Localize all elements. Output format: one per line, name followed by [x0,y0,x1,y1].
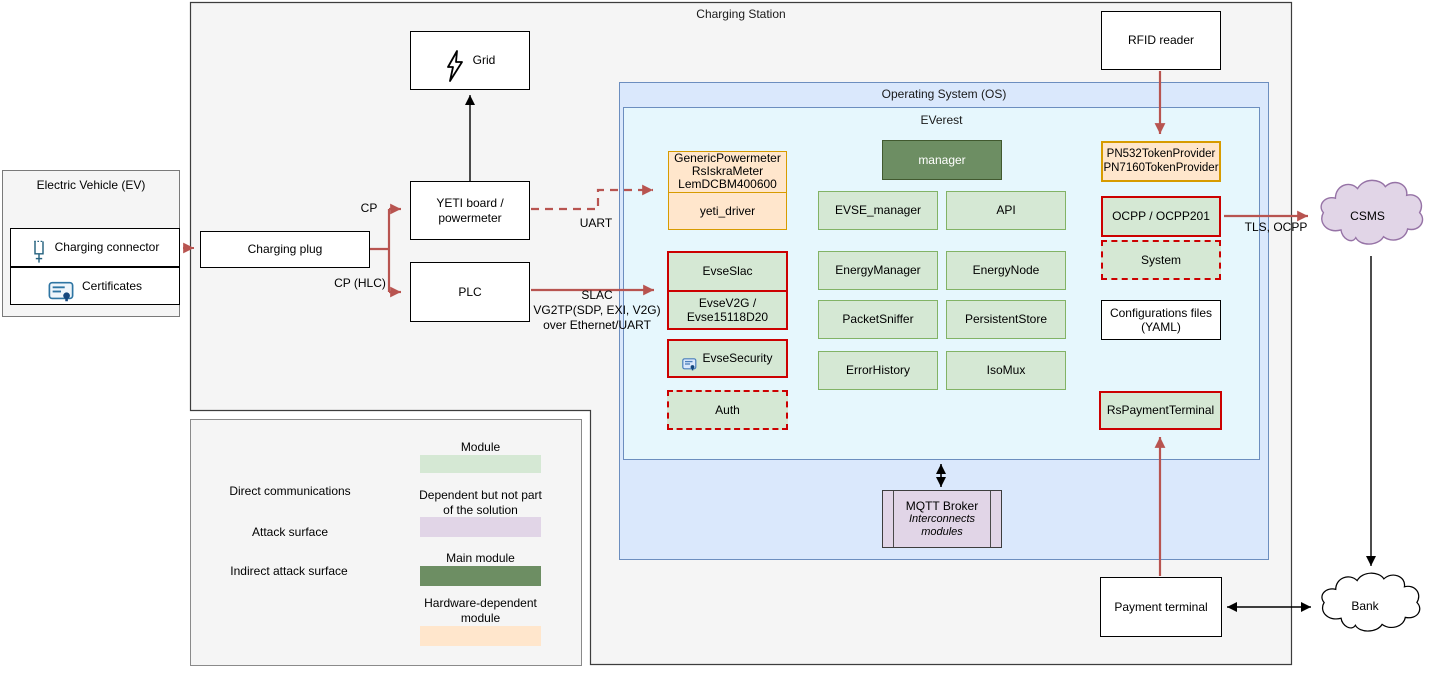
yeti-board-box: YETI board / powermeter [410,181,530,240]
ocpp-box: OCPP / OCPP201 [1101,196,1221,237]
rs-payment-terminal-box: RsPaymentTerminal [1099,391,1222,430]
charging-station-title: Charging Station [696,7,786,21]
module-iso-mux: IsoMux [946,351,1066,390]
config-files-box: Configurations files (YAML) [1101,300,1221,340]
module-persistent-store: PersistentStore [946,300,1066,339]
plc-box: PLC [410,262,530,322]
mqtt-broker-box: MQTT Broker Interconnects modules [882,490,1002,548]
yeti-driver-label: yeti_driver [669,191,786,229]
lightning-bolt-icon [445,36,465,85]
evse-slac-label: EvseSlac [702,264,753,279]
legend-direct-label: Direct communications [229,484,351,498]
everest-title: EVerest [920,113,963,127]
legend-module-swatch [420,455,541,473]
certificates-label: Certificates [81,278,143,293]
legend-hardware-label: Hardware-dependent module [424,596,537,625]
charging-plug-icon [31,224,47,271]
module-energy-node: EnergyNode [946,251,1066,290]
evse-v2g-label: EvseV2G / Evse15118D20 [669,289,786,329]
csms-label: CSMS [1350,209,1385,223]
mqtt-broker-title: MQTT Broker [905,498,979,513]
process-bar-right [990,491,991,547]
charging-connector-item: Charging connector [10,228,180,267]
module-evse-manager: EVSE_manager [818,191,938,230]
legend-module-label: Module [460,440,501,454]
powermeter-drivers-label: GenericPowermeter RsIskraMeter LemDCBM40… [674,151,781,192]
manager-box: manager [882,140,1002,180]
edge-label-slac: SLAC VG2TP(SDP, EXI, V2G) over Ethernet/… [533,288,661,332]
token-providers-box: PN532TokenProvider PN7160TokenProvider [1101,141,1221,182]
charging-connector-label: Charging connector [54,240,160,255]
grid-label: Grid [472,53,496,68]
payment-terminal-box: Payment terminal [1100,577,1222,637]
legend-dependent-label: Dependent but not part of the solution [419,488,542,517]
edge-label-tls-ocpp: TLS, OCPP [1244,220,1308,234]
security-certificate-icon [682,343,697,373]
auth-box: Auth [667,390,788,430]
edge-label-cp-hlc: CP (HLC) [334,276,386,290]
evse-slac-v2g-stack: EvseSlac EvseV2G / Evse15118D20 [667,251,788,330]
edge-label-cp: CP [360,201,378,215]
system-box: System [1101,240,1221,280]
legend-indirect-label: Indirect attack surface [230,564,348,578]
certificate-icon [48,267,74,305]
ev-title: Electric Vehicle (EV) [36,178,146,192]
evse-security-label: EvseSecurity [702,351,773,366]
module-energy-manager: EnergyManager [818,251,938,290]
module-packet-sniffer: PacketSniffer [818,300,938,339]
certificates-item: Certificates [10,267,180,305]
process-bar-left [893,491,894,547]
legend-main-module-label: Main module [446,551,515,565]
powermeter-driver-stack: GenericPowermeter RsIskraMeter LemDCBM40… [668,151,787,230]
legend-attack-label: Attack surface [251,525,329,539]
grid-box: Grid [410,31,530,90]
rfid-reader-box: RFID reader [1101,11,1221,70]
module-error-history: ErrorHistory [818,351,938,390]
evse-security-box: EvseSecurity [667,339,788,378]
charging-plug-box: Charging plug [200,231,370,268]
os-title: Operating System (OS) [881,87,1007,101]
legend-main-module-swatch [420,566,541,586]
legend-dependent-swatch [420,517,541,537]
edge-label-uart: UART [579,216,613,230]
bank-label: Bank [1351,599,1379,613]
legend-hardware-swatch [420,626,541,646]
mqtt-broker-subtitle: Interconnects modules [908,513,976,539]
module-api: API [946,191,1066,230]
